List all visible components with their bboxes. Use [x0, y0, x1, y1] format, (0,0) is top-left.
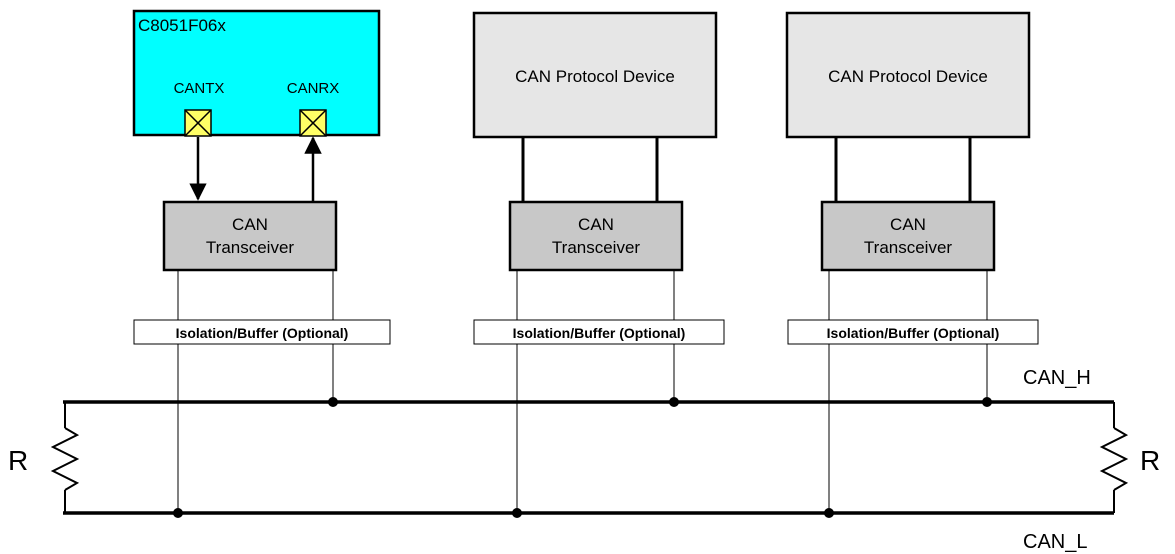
mcu-block: C8051F06x CANTX CANRX — [132, 9, 381, 137]
transceiver-line2: Transceiver — [552, 238, 641, 257]
isolation-buffer-3: Isolation/Buffer (Optional) — [787, 319, 1039, 345]
mcu-title: C8051F06x — [138, 16, 226, 35]
isolation-buffer-label: Isolation/Buffer (Optional) — [176, 325, 349, 341]
protocol-device-label: CAN Protocol Device — [515, 67, 675, 86]
junction-dot — [512, 508, 522, 518]
can-high-label: CAN_H — [1023, 367, 1091, 389]
transceiver-line1: CAN — [578, 215, 614, 234]
left-termination-resistor-icon — [50, 402, 80, 513]
cantx-pin-icon — [184, 109, 212, 137]
transceiver-3: CAN Transceiver — [820, 200, 996, 272]
junction-dot — [328, 397, 338, 407]
junction-dot — [669, 397, 679, 407]
isolation-buffer-1: Isolation/Buffer (Optional) — [133, 319, 391, 345]
protocol-device-1: CAN Protocol Device — [472, 11, 718, 139]
transceiver-1: CAN Transceiver — [162, 200, 338, 272]
transceiver-line1: CAN — [232, 215, 268, 234]
junction-dot — [173, 508, 183, 518]
isolation-buffer-label: Isolation/Buffer (Optional) — [513, 325, 686, 341]
left-resistor-label: R — [8, 445, 28, 476]
mcu-box — [132, 9, 381, 137]
isolation-buffer-2: Isolation/Buffer (Optional) — [473, 319, 725, 345]
bus-junctions — [173, 397, 992, 518]
canrx-label: CANRX — [287, 80, 340, 97]
transceiver-line2: Transceiver — [864, 238, 953, 257]
canrx-pin-icon — [299, 109, 327, 137]
right-resistor-label: R — [1140, 445, 1160, 476]
node-lines — [177, 270, 988, 513]
transceiver-line2: Transceiver — [206, 238, 295, 257]
can-low-label: CAN_L — [1023, 531, 1087, 553]
cantx-label: CANTX — [174, 80, 225, 97]
right-termination-resistor-icon — [1099, 402, 1129, 513]
transceiver-line1: CAN — [890, 215, 926, 234]
protocol-device-label: CAN Protocol Device — [828, 67, 988, 86]
device-transceiver-links — [521, 137, 972, 202]
protocol-device-2: CAN Protocol Device — [785, 11, 1031, 139]
transceiver-2: CAN Transceiver — [508, 200, 684, 272]
junction-dot — [824, 508, 834, 518]
isolation-buffer-label: Isolation/Buffer (Optional) — [827, 325, 1000, 341]
junction-dot — [982, 397, 992, 407]
